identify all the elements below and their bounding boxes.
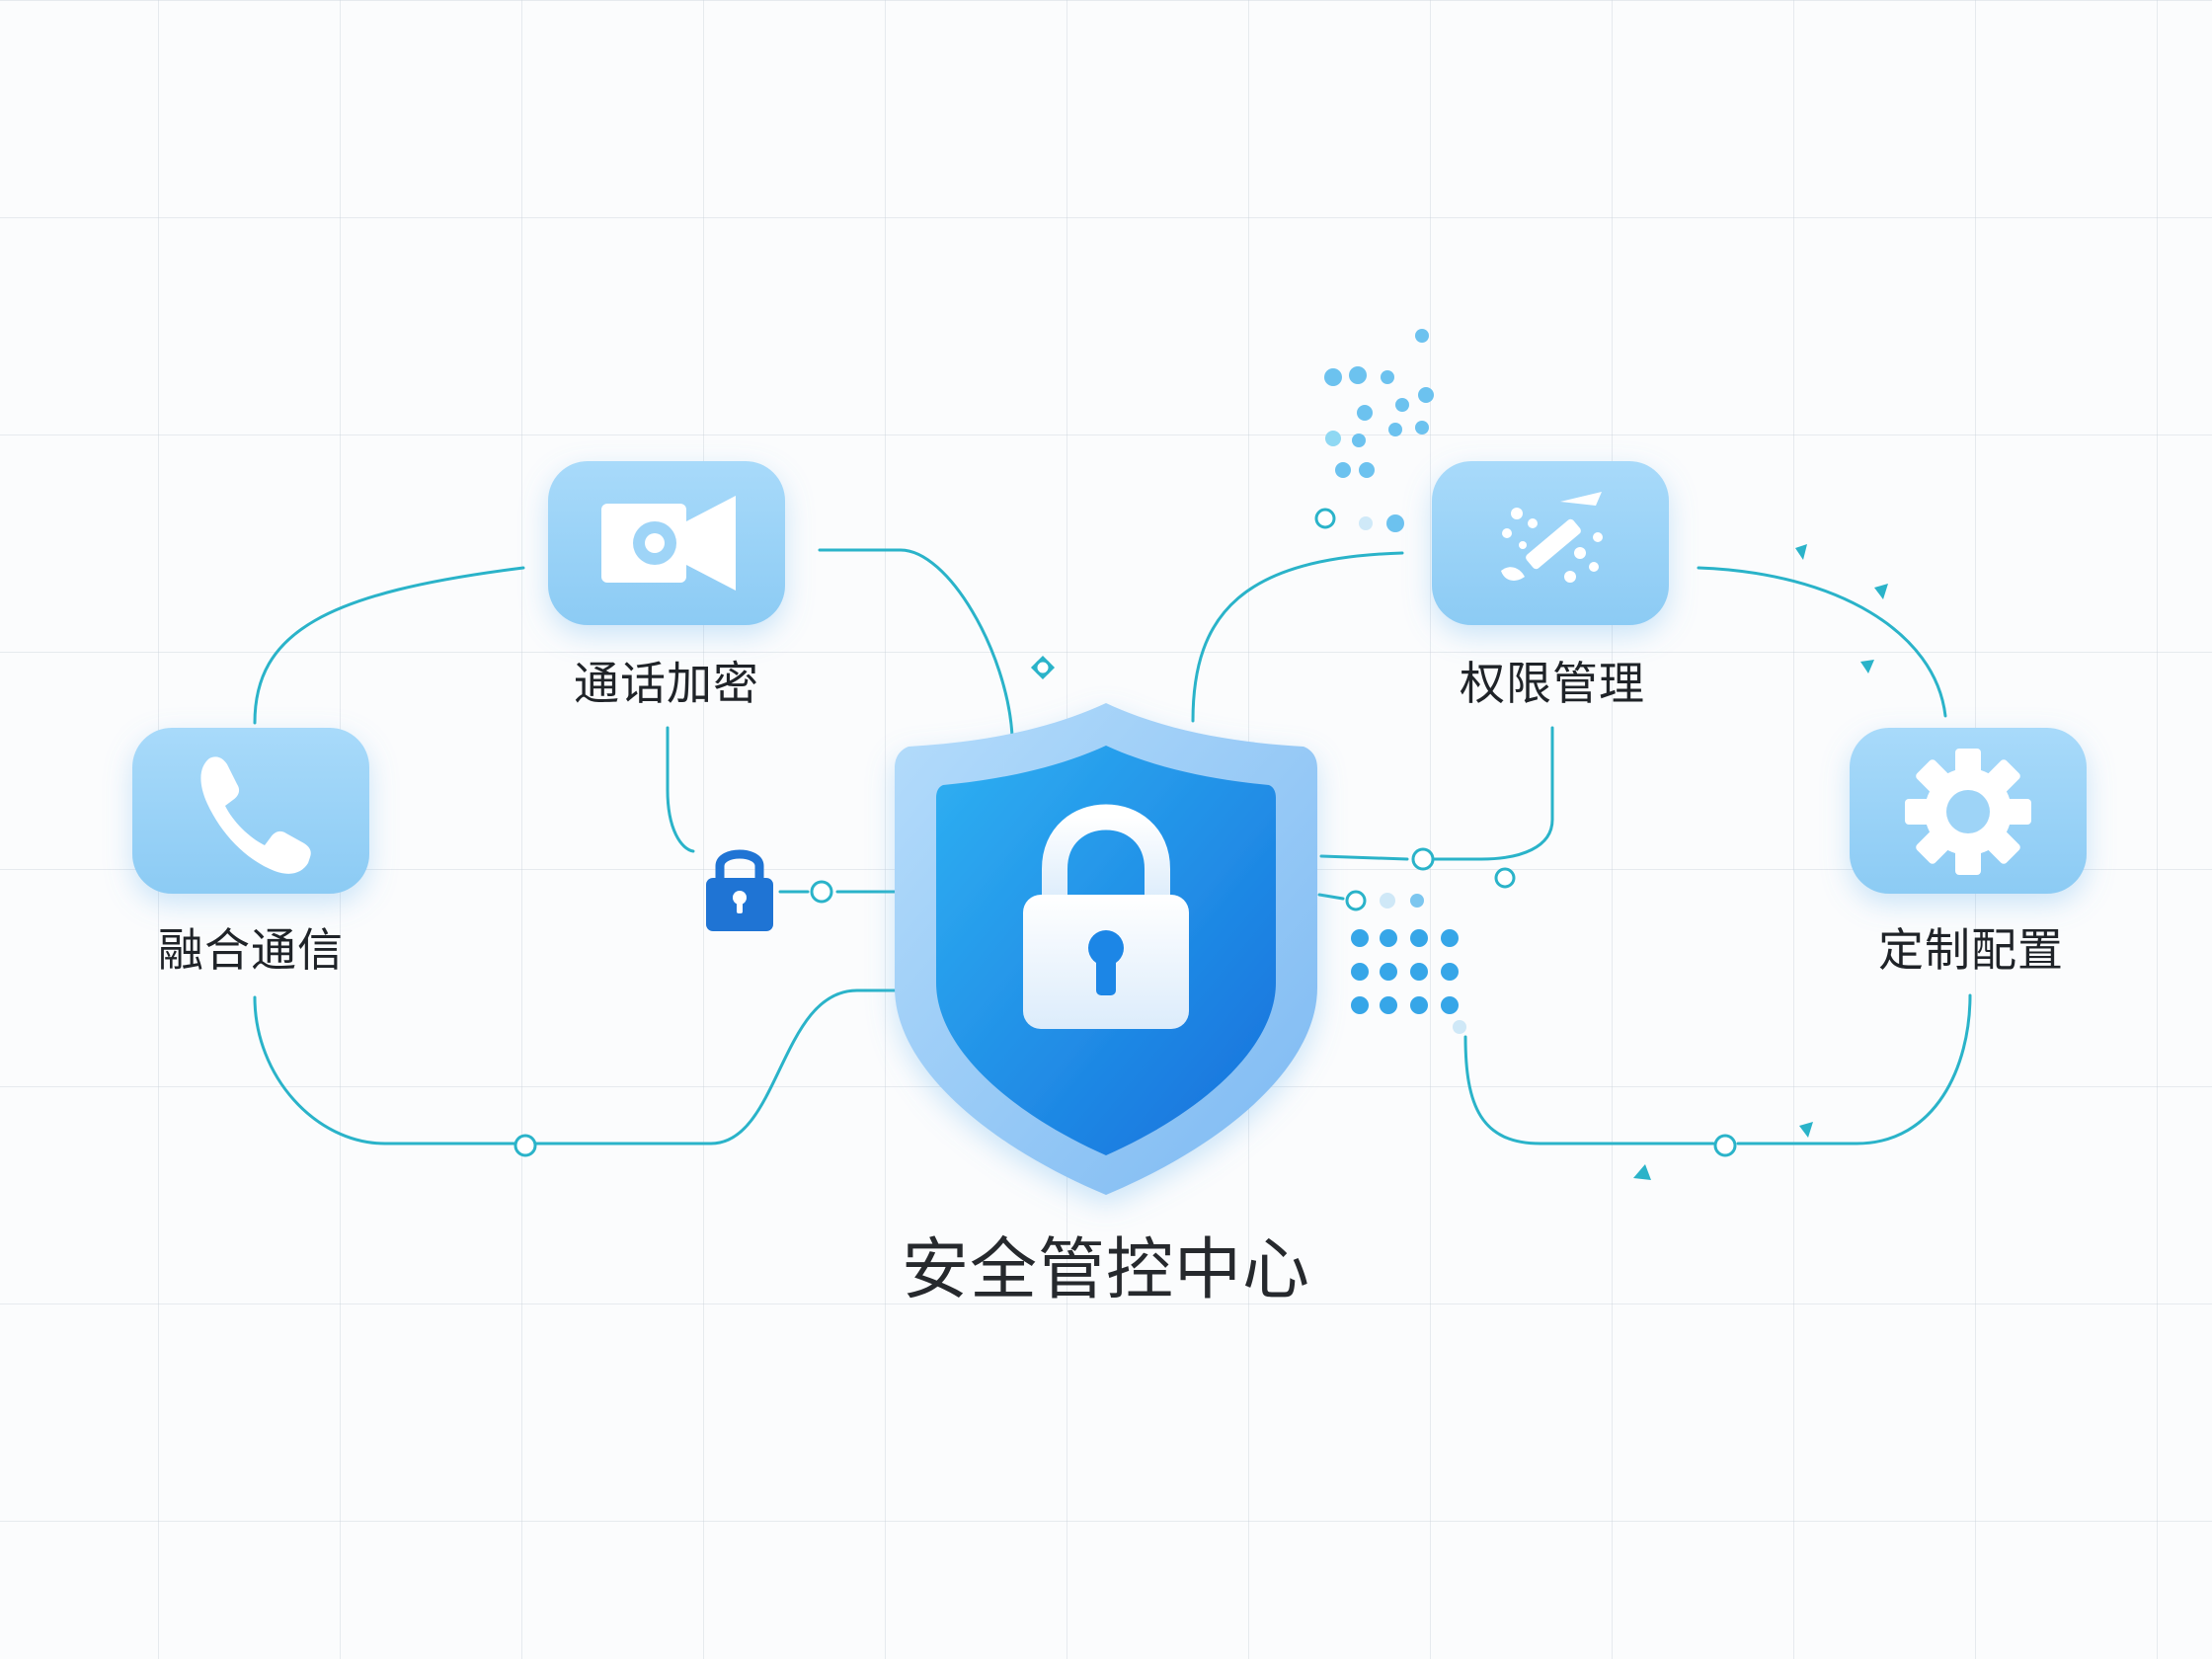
tile-permission[interactable] bbox=[1432, 461, 1669, 625]
particle-dots-grid bbox=[1351, 893, 1466, 1034]
node-label-custom: 定制配置 bbox=[1878, 923, 2064, 977]
connector-encrypt-to-small-lock bbox=[666, 726, 695, 853]
node-ring-right-far bbox=[1494, 867, 1516, 889]
connector-center-to-permission bbox=[1191, 551, 1404, 723]
node-label-fusion: 融合通信 bbox=[158, 923, 344, 977]
arrow-icon bbox=[1799, 1122, 1813, 1138]
center-title: 安全管控中心 bbox=[901, 1231, 1311, 1309]
padlock-icon bbox=[1023, 804, 1189, 1029]
connector-permission-to-custom bbox=[1697, 566, 1947, 718]
small-lock-icon bbox=[706, 849, 773, 931]
tile-fusion[interactable] bbox=[132, 728, 369, 894]
tile-encrypt[interactable] bbox=[548, 461, 785, 625]
permission-tool-icon bbox=[1501, 492, 1603, 583]
tile-custom[interactable] bbox=[1850, 728, 2087, 894]
diamond-accent bbox=[1030, 655, 1056, 680]
node-ring-upper-center bbox=[1034, 659, 1052, 676]
connector-nodes bbox=[514, 508, 1737, 1157]
connector-custom-to-bottom bbox=[1463, 993, 1972, 1146]
gear-icon bbox=[1905, 749, 2031, 875]
node-ring-right-mid bbox=[1345, 890, 1367, 911]
connector-center-right-mid bbox=[1317, 893, 1345, 901]
node-ring-right-upper bbox=[1411, 847, 1435, 871]
connector-encrypt-to-center-top bbox=[818, 548, 1014, 738]
connector-lines bbox=[253, 548, 1972, 1146]
connector-permission-to-center bbox=[1319, 726, 1554, 861]
node-label-encrypt: 通话加密 bbox=[574, 657, 759, 710]
video-camera-icon bbox=[601, 496, 736, 591]
particle-dots-top bbox=[1324, 329, 1434, 532]
arrow-icon bbox=[1874, 584, 1888, 599]
node-ring-top-particles bbox=[1314, 508, 1336, 529]
shield-lock-icon bbox=[895, 703, 1317, 1195]
node-label-permission: 权限管理 bbox=[1460, 657, 1645, 710]
arrow-accents bbox=[1633, 544, 1888, 1180]
node-ring-bottom-right bbox=[1713, 1134, 1737, 1157]
connector-fusion-to-encrypt bbox=[253, 566, 525, 725]
phone-icon bbox=[200, 756, 311, 874]
node-ring-bottom-left bbox=[514, 1134, 537, 1157]
node-ring-left-lock bbox=[810, 880, 833, 904]
arrow-icon bbox=[1795, 544, 1807, 560]
arrow-icon bbox=[1860, 660, 1874, 673]
connector-fusion-to-center bbox=[253, 988, 910, 1146]
arrow-icon bbox=[1633, 1164, 1651, 1180]
